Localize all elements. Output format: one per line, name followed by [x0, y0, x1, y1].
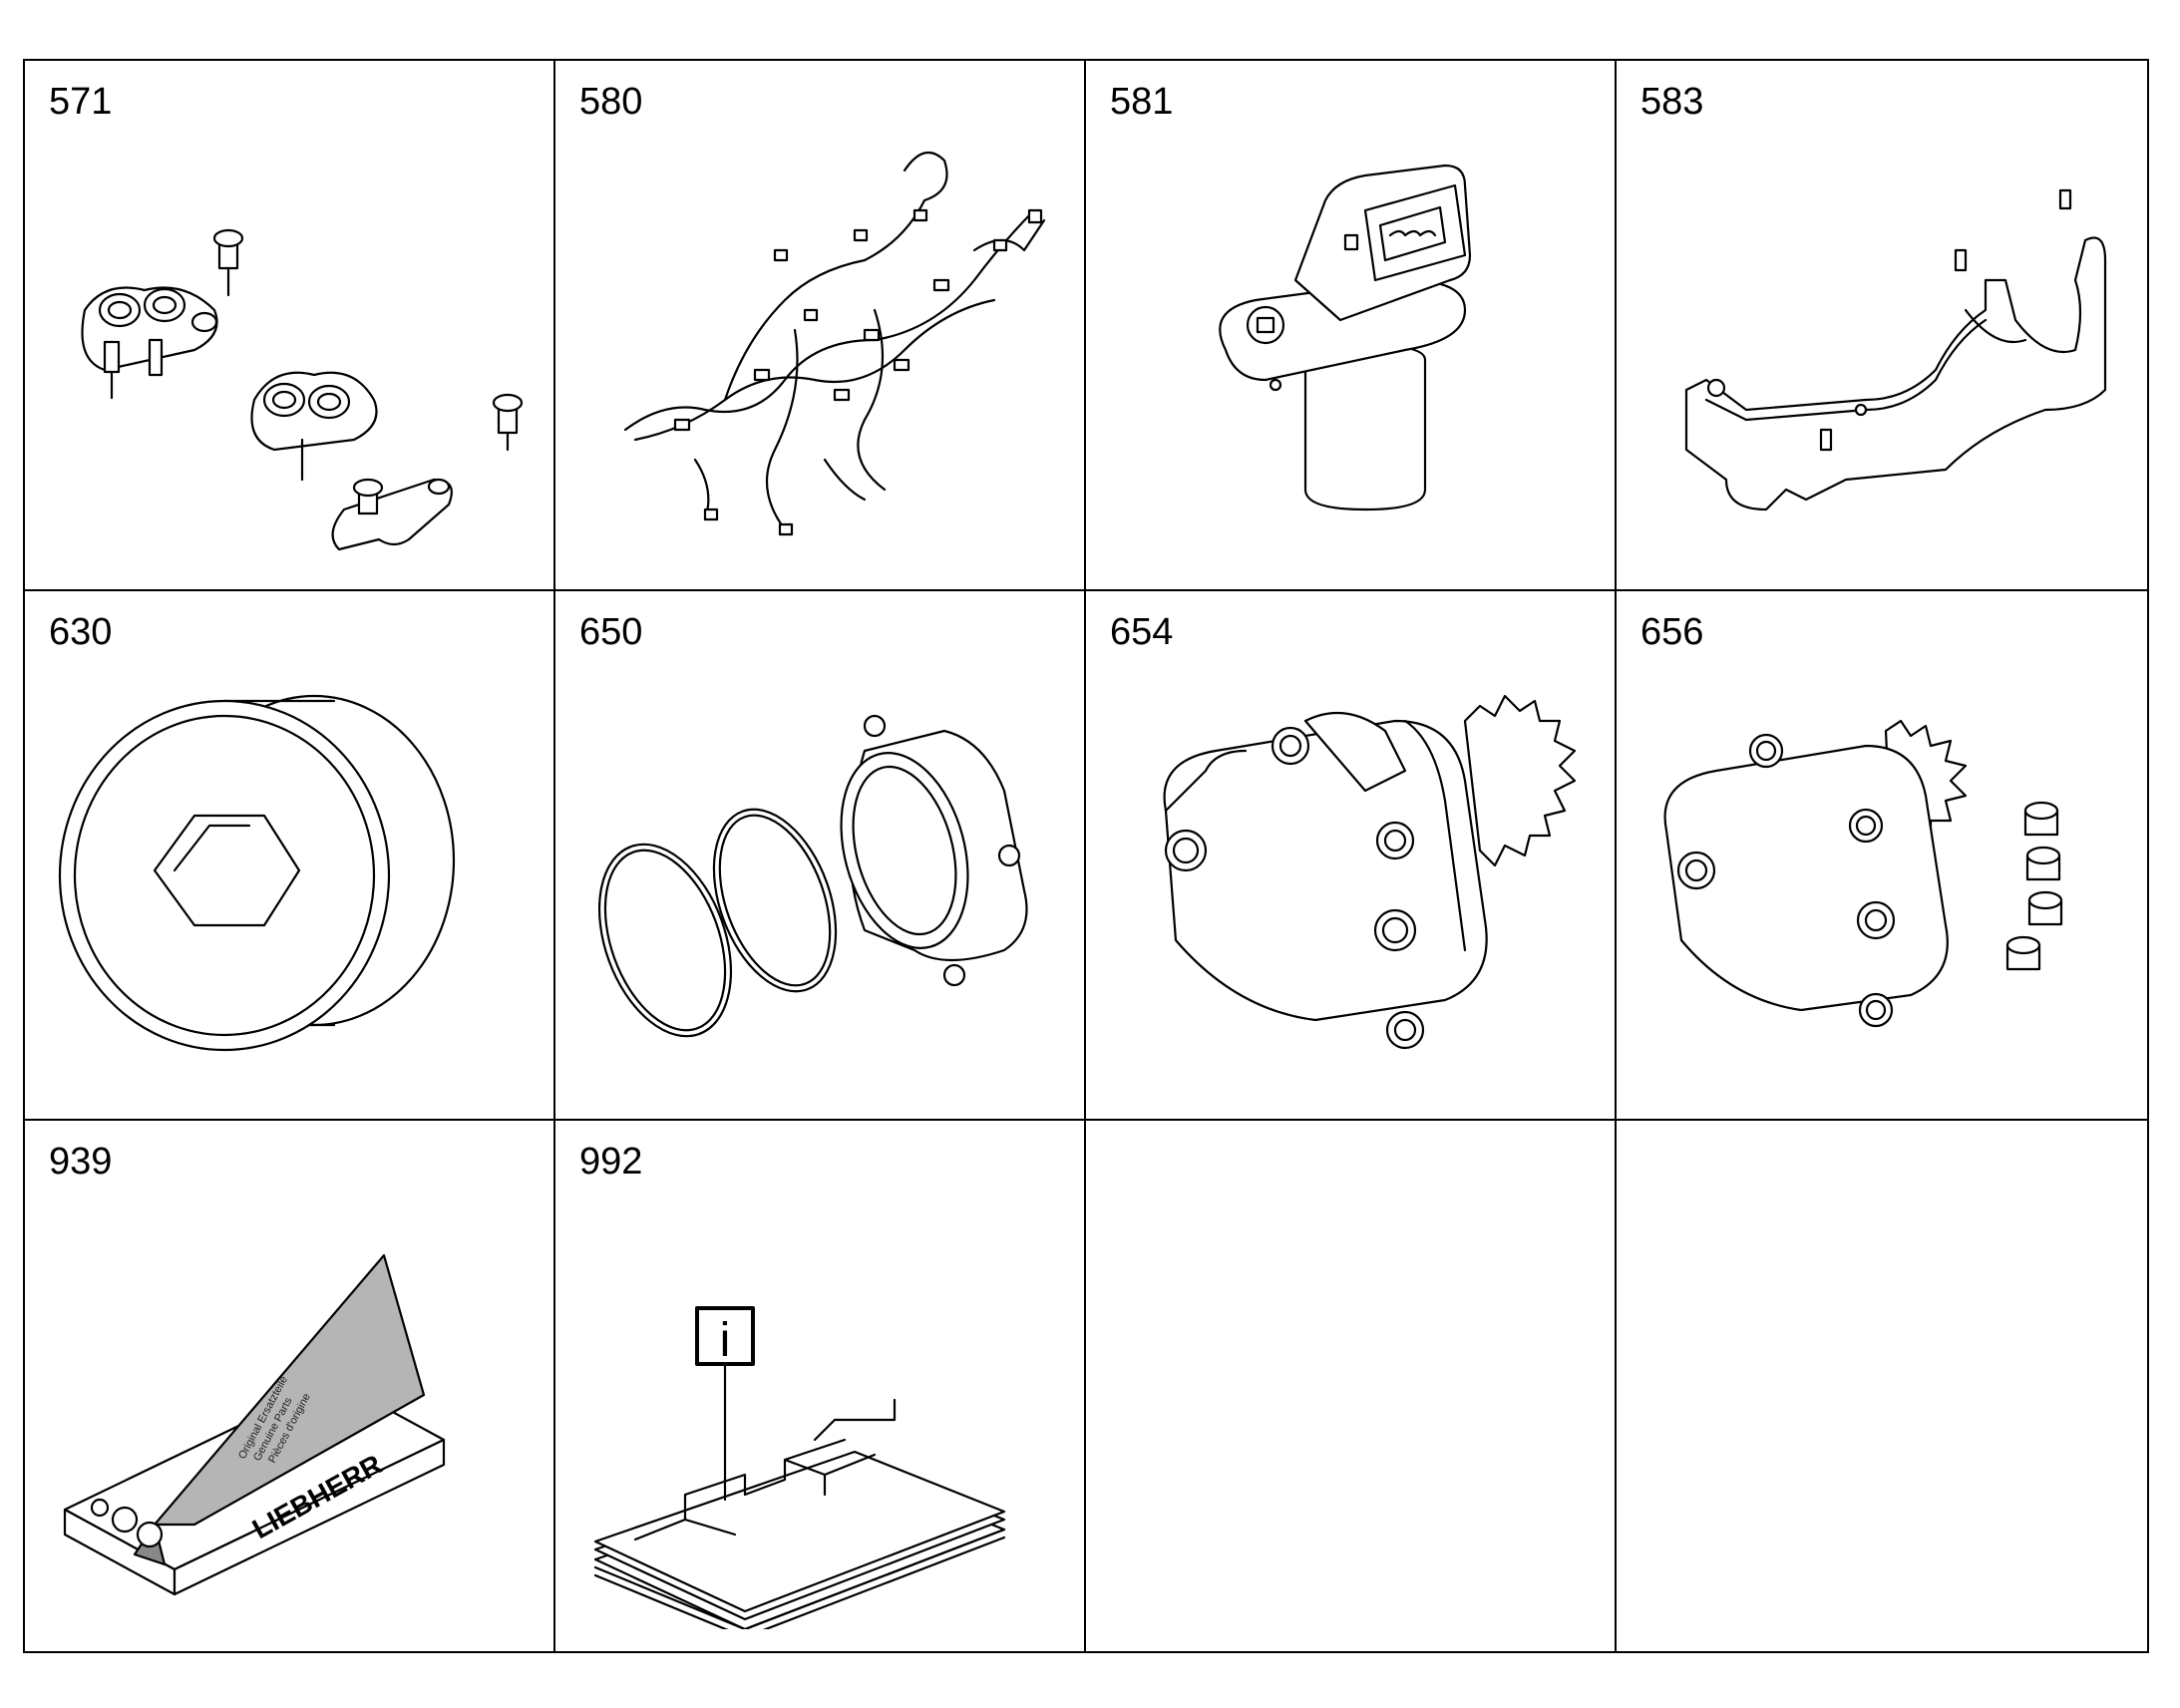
- screw-plug-drawing: [58, 694, 456, 1051]
- part-cell-654[interactable]: 654: [1086, 590, 1617, 1122]
- housing-and-seals-drawing: [597, 714, 1028, 1037]
- documentation-drawing: i: [593, 1306, 1006, 1630]
- part-cell-583[interactable]: 583: [1617, 61, 2147, 591]
- part-cell-630[interactable]: 630: [25, 590, 555, 1122]
- part-number: 650: [579, 610, 643, 653]
- empty-cell: [1086, 1121, 1617, 1651]
- bracket-drawing: [1684, 188, 2107, 512]
- part-cell-581[interactable]: 581: [1086, 61, 1617, 591]
- info-symbol: i: [720, 1314, 731, 1367]
- pump-with-plugs-drawing: [1663, 719, 2063, 1027]
- part-number: 939: [49, 1141, 113, 1184]
- wiring-harness-drawing: [623, 151, 1046, 536]
- part-number: 583: [1640, 81, 1704, 123]
- part-cell-650[interactable]: 650: [555, 590, 1086, 1122]
- part-number: 581: [1110, 81, 1174, 123]
- part-cell-571[interactable]: 571: [25, 61, 555, 591]
- part-cell-656[interactable]: 656: [1617, 591, 2147, 1122]
- part-number: 992: [579, 1141, 643, 1184]
- pump-drawing: [1163, 694, 1577, 1049]
- part-cell-580[interactable]: 580: [555, 61, 1086, 591]
- part-cell-939[interactable]: 939 LIEBHERR Original Ersatzteile Genuin…: [25, 1121, 555, 1651]
- part-number: 571: [49, 81, 113, 123]
- part-number: 656: [1640, 610, 1704, 653]
- part-cell-992[interactable]: 992 i: [555, 1121, 1086, 1651]
- part-number: 654: [1110, 610, 1174, 653]
- speed-sensor-drawing: [1219, 164, 1472, 512]
- part-number: 630: [49, 610, 113, 653]
- empty-cell: [1617, 1121, 2147, 1651]
- clamp-assembly-drawing: [81, 228, 524, 551]
- parts-grid: 571 580: [23, 59, 2149, 1653]
- part-number: 580: [579, 81, 643, 123]
- parts-kit-box-drawing: LIEBHERR Original Ersatzteile Genuine Pa…: [63, 1254, 446, 1596]
